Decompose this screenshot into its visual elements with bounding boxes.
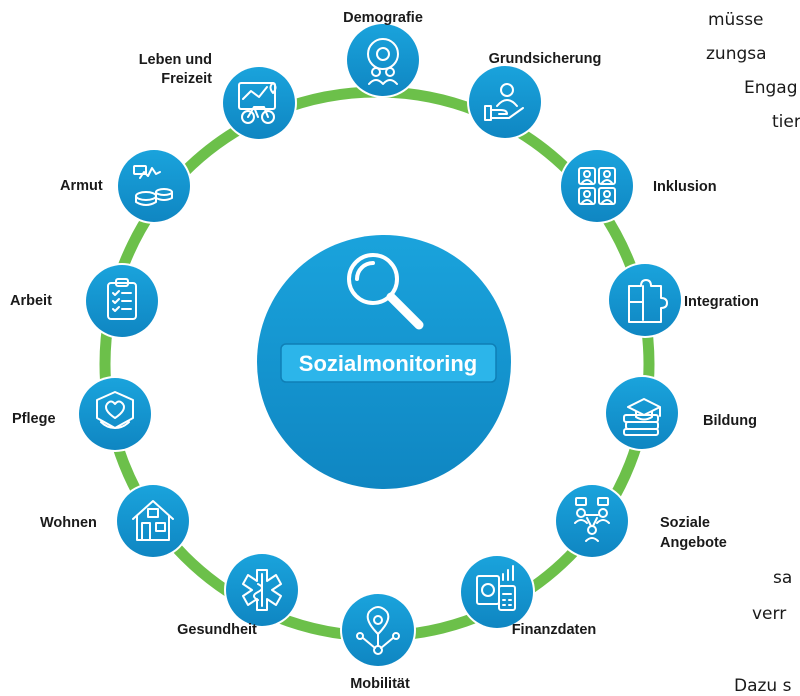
- node-circle: [118, 150, 190, 222]
- side-text-line-5: sa: [773, 568, 793, 588]
- nodes-layer: DemografieGrundsicherungInklusionIntegra…: [10, 10, 759, 692]
- node-label-leben-und-freizeit: Freizeit: [161, 71, 212, 87]
- node-circle: [461, 556, 533, 628]
- house-icon: [132, 500, 174, 541]
- side-text-line-4: tier: [772, 112, 800, 132]
- node-label-soziale-angebote: Soziale: [660, 515, 710, 531]
- people-chart-icon: [367, 38, 399, 85]
- node-label-arbeit: Arbeit: [10, 293, 52, 309]
- node-label-mobilitaet: Mobilität: [350, 676, 410, 692]
- node-label-bildung: Bildung: [703, 413, 757, 429]
- node-label-integration: Integration: [684, 294, 759, 310]
- hand-person-icon: [484, 83, 524, 121]
- node-grundsicherung: Grundsicherung: [467, 51, 601, 140]
- magnifier-icon: [347, 253, 424, 330]
- node-circle: [469, 66, 541, 138]
- node-label-gesundheit: Gesundheit: [177, 622, 257, 638]
- node-label-inklusion: Inklusion: [653, 179, 717, 195]
- node-inklusion: Inklusion: [559, 148, 717, 224]
- node-label-grundsicherung: Grundsicherung: [489, 51, 602, 67]
- node-label-armut: Armut: [60, 178, 103, 194]
- node-label-pflege: Pflege: [12, 411, 56, 427]
- node-circle: [342, 594, 414, 666]
- node-label-wohnen: Wohnen: [40, 515, 97, 531]
- node-label-soziale-angebote: Angebote: [660, 535, 727, 551]
- heart-hands-icon: [96, 391, 134, 429]
- node-finanzdaten: Finanzdaten: [459, 554, 596, 638]
- center-label: Sozialmonitoring: [299, 351, 477, 376]
- node-gesundheit: Gesundheit: [177, 552, 300, 638]
- node-circle: [609, 264, 681, 336]
- people-grid-icon: [578, 167, 616, 205]
- medical-star-icon: [242, 569, 282, 611]
- node-circle: [556, 485, 628, 557]
- side-text-line-2: zungsa: [706, 44, 767, 64]
- node-armut: Armut: [60, 148, 192, 224]
- node-arbeit: Arbeit: [10, 263, 160, 339]
- books-graduation-icon: [623, 398, 661, 436]
- side-text-line-3: Engag: [744, 78, 798, 98]
- node-circle: [223, 67, 295, 139]
- calculator-chart-icon: [476, 565, 516, 611]
- center-node: Sozialmonitoring: [257, 235, 511, 489]
- network-people-icon: [574, 497, 610, 542]
- node-label-leben-und-freizeit: Leben und: [139, 52, 212, 68]
- puzzle-icon: [628, 279, 668, 323]
- node-pflege: Pflege: [12, 376, 153, 452]
- node-mobilitaet: Mobilität: [340, 592, 416, 692]
- location-network-icon: [356, 606, 400, 655]
- node-bildung: Bildung: [604, 375, 757, 451]
- clipboard-icon: [107, 278, 137, 320]
- node-wohnen: Wohnen: [40, 483, 191, 559]
- side-text-line-6: verr: [752, 604, 787, 624]
- bicycle-map-icon: [238, 82, 277, 124]
- node-circle: [561, 150, 633, 222]
- center-label-box: [280, 343, 497, 383]
- side-text-line-1: müsse: [708, 10, 764, 30]
- node-label-demografie: Demografie: [343, 10, 423, 26]
- node-label-finanzdaten: Finanzdaten: [512, 622, 597, 638]
- node-demografie: Demografie: [343, 10, 423, 98]
- node-circle: [117, 485, 189, 557]
- coins-icon: [133, 165, 173, 206]
- node-integration: Integration: [607, 262, 759, 338]
- side-text-line-7: Dazu s: [734, 676, 792, 696]
- node-circle: [79, 378, 151, 450]
